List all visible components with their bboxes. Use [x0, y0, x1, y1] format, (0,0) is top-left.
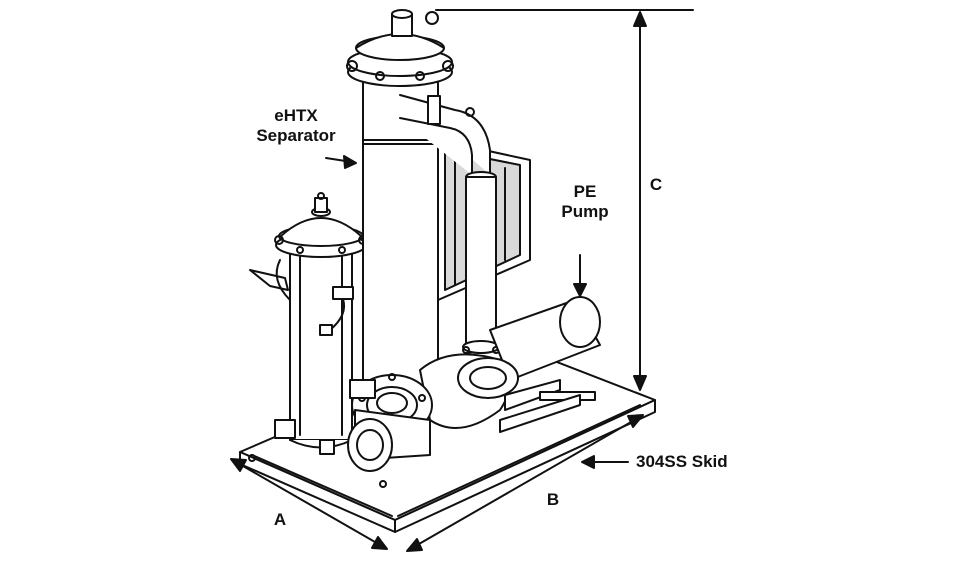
bag-filter-housing	[249, 192, 368, 455]
separator-label-line1: eHTX	[274, 106, 318, 125]
dimension-c	[435, 9, 694, 391]
pe-pump	[419, 296, 601, 433]
dimension-b	[406, 414, 644, 552]
inlet-flange	[347, 373, 433, 472]
pipe-elbow	[399, 94, 500, 354]
callout-arrows	[325, 155, 629, 469]
dimension-b-label: B	[546, 490, 560, 509]
dimension-a-label: A	[273, 510, 287, 529]
pump-label: PE Pump	[555, 182, 615, 222]
skid-label: 304SS Skid	[636, 452, 728, 471]
dimension-c-label: C	[649, 175, 663, 194]
pump-label-line2: Pump	[561, 202, 609, 221]
pump-label-line1: PE	[573, 182, 597, 201]
separator-label: eHTX Separator	[236, 106, 356, 146]
dimension-a	[230, 458, 388, 550]
separator-label-line2: Separator	[256, 126, 336, 145]
